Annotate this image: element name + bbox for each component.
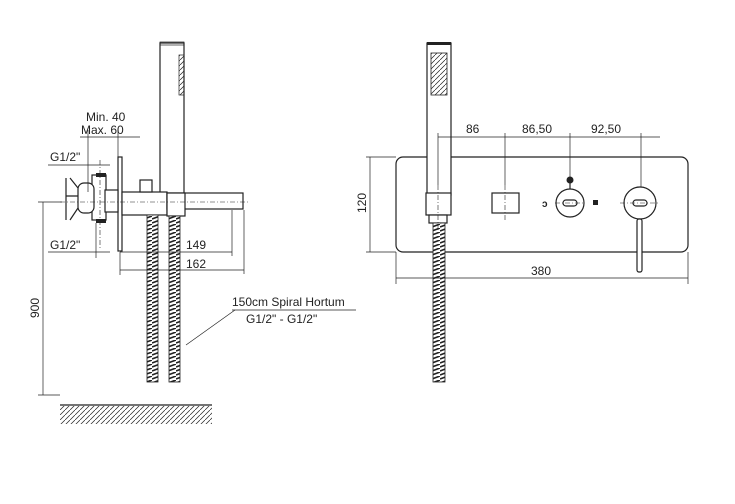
hose-thread-label: G1/2" - G1/2": [246, 312, 317, 326]
temperature-icon: ↄ: [542, 199, 548, 210]
depth-max-label: Max. 60: [81, 123, 124, 137]
thread-bottom-label: G1/2": [50, 238, 80, 252]
hand-shower-cap: [159, 41, 185, 46]
spray-holes: [178, 54, 185, 96]
dim-86-50-label: 86,50: [522, 122, 552, 136]
dim-92-50-label: 92,50: [591, 122, 621, 136]
hose-holder: [166, 192, 186, 217]
front-view: ↄ 86 86,50 92,50 120 380: [355, 42, 689, 383]
hose-holder-front: [425, 192, 452, 216]
side-view: Min. 40 Max. 60 G1/2" G1/2" 149 162 900 …: [28, 41, 356, 424]
handle-stub: [139, 179, 153, 193]
indicator-square: [593, 200, 598, 205]
dim-162-label: 162: [186, 257, 206, 271]
spray-head-grid: [430, 52, 448, 96]
depth-min-label: Min. 40: [86, 110, 126, 124]
mixer-body: [121, 191, 168, 216]
valve-cross: [65, 177, 79, 221]
thread-top-label: G1/2": [50, 150, 80, 164]
floor-hatch: [60, 406, 212, 424]
width-380-label: 380: [531, 264, 551, 278]
dim-149-label: 149: [186, 238, 206, 252]
wall-panel: [395, 156, 689, 253]
spiral-hose-1: [146, 214, 159, 383]
dim-86-label: 86: [466, 122, 480, 136]
diverter: [491, 192, 520, 214]
height-900-label: 900: [28, 298, 42, 318]
spiral-hose-front: [432, 222, 446, 383]
height-120-label: 120: [355, 193, 369, 213]
hose-label: 150cm Spiral Hortum: [232, 295, 345, 309]
spiral-hose-2: [168, 215, 181, 383]
lever-handle: [636, 218, 643, 273]
